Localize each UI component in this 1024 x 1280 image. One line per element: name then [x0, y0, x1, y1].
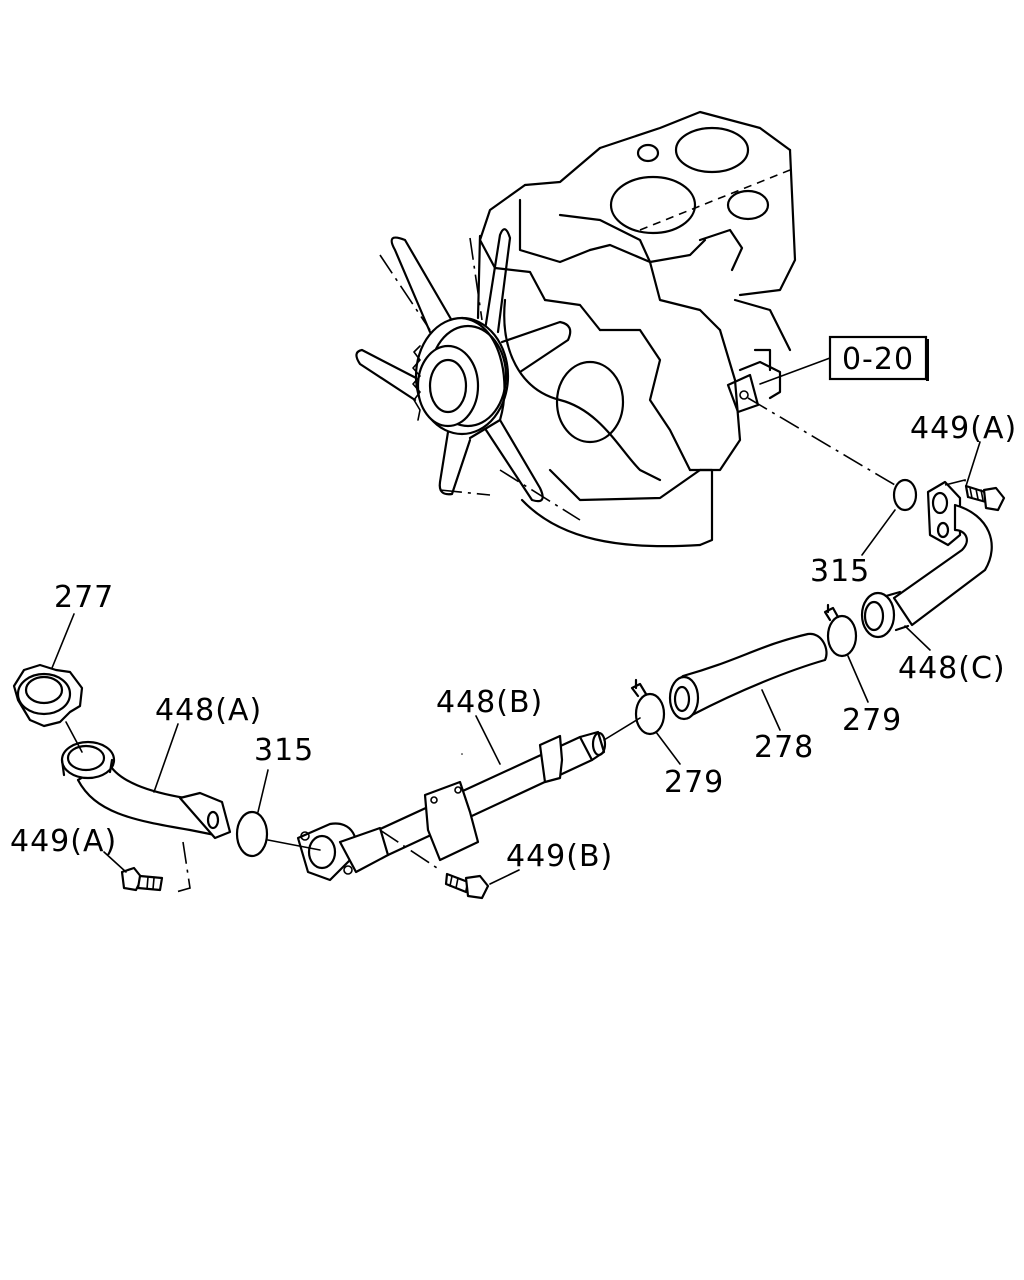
part-277-cap [12, 663, 84, 753]
part-279-clamp-right [823, 603, 858, 658]
ref-box-shadow [926, 339, 929, 381]
label-ref-box: 0-20 [842, 342, 914, 377]
label-315-left: 315 [254, 733, 314, 768]
label-278: 278 [754, 730, 814, 765]
label-448c: 448(C) [898, 651, 1006, 686]
label-449a-top: 449(A) [910, 411, 1017, 446]
leader-0-20 [759, 357, 831, 385]
label-279-right: 279 [842, 703, 902, 738]
part-449a-bolt-lower [120, 866, 164, 892]
label-449a-left: 449(A) [10, 824, 117, 859]
part-315-oring-lower [235, 810, 269, 858]
part-279-clamp-left [630, 678, 666, 736]
label-448b: 448(B) [436, 685, 543, 720]
cooling-fan [355, 228, 572, 503]
part-449b-bolt [444, 872, 490, 900]
leader-lines [51, 441, 981, 885]
label-448a: 448(A) [155, 693, 262, 728]
part-449a-bolt-upper [964, 484, 1006, 512]
engine-block [478, 110, 797, 548]
label-315-top: 315 [810, 554, 870, 589]
ref-box [828, 335, 928, 381]
label-277: 277 [54, 580, 114, 615]
part-278-hose [668, 632, 828, 721]
label-279-left: 279 [664, 765, 724, 800]
leader-315-lower-to-flange [267, 839, 321, 851]
leader-279-pipe [603, 717, 641, 741]
part-315-oring-upper [892, 478, 918, 512]
alignment-line-upper [747, 397, 901, 489]
part-448a-filler-neck [60, 740, 232, 893]
label-449b: 449(B) [506, 839, 613, 874]
part-448c-pipe [860, 479, 993, 639]
part-448b-pipe [296, 730, 607, 882]
